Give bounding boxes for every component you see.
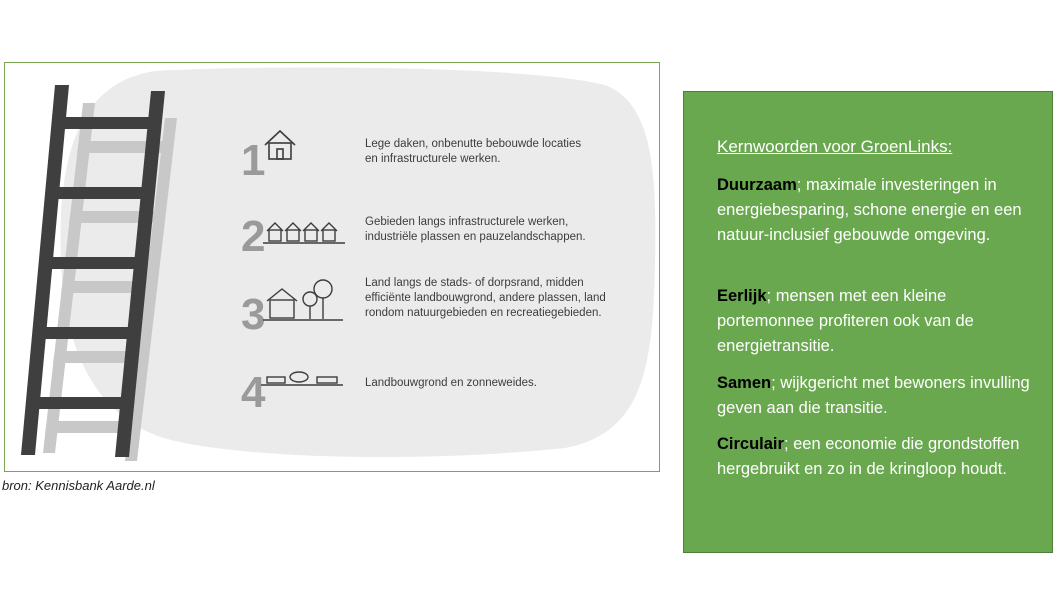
keyword-term: Duurzaam <box>717 176 797 194</box>
step-number-4: 4 <box>241 368 266 417</box>
keyword-duurzaam: Duurzaam; maximale investeringen in ener… <box>717 173 1037 248</box>
step-3-text: Land langs de stads- of dorpsrand, midde… <box>365 277 606 319</box>
house-icon <box>264 129 296 160</box>
step-number-2: 2 <box>241 212 265 261</box>
ladder-illustration: 1 2 3 4 <box>21 67 656 461</box>
step-2-text: Gebieden langs infrastructurele werken, … <box>365 216 586 243</box>
panel-title: Kernwoorden voor GroenLinks: <box>717 137 953 156</box>
house-trees-icon <box>263 279 343 321</box>
step-4-text: Landbouwgrond en zonneweides. <box>365 377 537 389</box>
source-caption: bron: Kennisbank Aarde.nl <box>2 478 155 493</box>
ladder-infographic: 1 2 3 4 <box>4 62 660 472</box>
keyword-term: Samen <box>717 374 772 392</box>
keywords-panel: Kernwoorden voor GroenLinks: Duurzaam; m… <box>683 91 1053 553</box>
solar-field-icon <box>261 371 343 386</box>
step-number-3: 3 <box>241 290 265 339</box>
ladder <box>21 85 165 457</box>
background-blob <box>60 67 656 458</box>
keyword-description: ; maximale investeringen in energiebespa… <box>717 176 1022 244</box>
keyword-description: ; wijkgericht met bewoners invulling gev… <box>717 374 1030 417</box>
row-houses-icon <box>263 222 345 244</box>
keyword-term: Eerlijk <box>717 287 767 305</box>
keyword-samen: Samen; wijkgericht met bewoners invullin… <box>717 371 1037 421</box>
keyword-eerlijk: Eerlijk; mensen met een kleine portemonn… <box>717 284 1037 359</box>
keyword-description: ; mensen met een kleine portemonnee prof… <box>717 287 974 355</box>
step-1-text: Lege daken, onbenutte bebouwde locaties … <box>365 138 582 165</box>
keyword-circulair: Circulair; een economie die grondstoffen… <box>717 432 1037 482</box>
keyword-term: Circulair <box>717 435 784 453</box>
step-number-1: 1 <box>241 136 265 185</box>
keyword-description: ; een economie die grondstoffen hergebru… <box>717 435 1020 478</box>
